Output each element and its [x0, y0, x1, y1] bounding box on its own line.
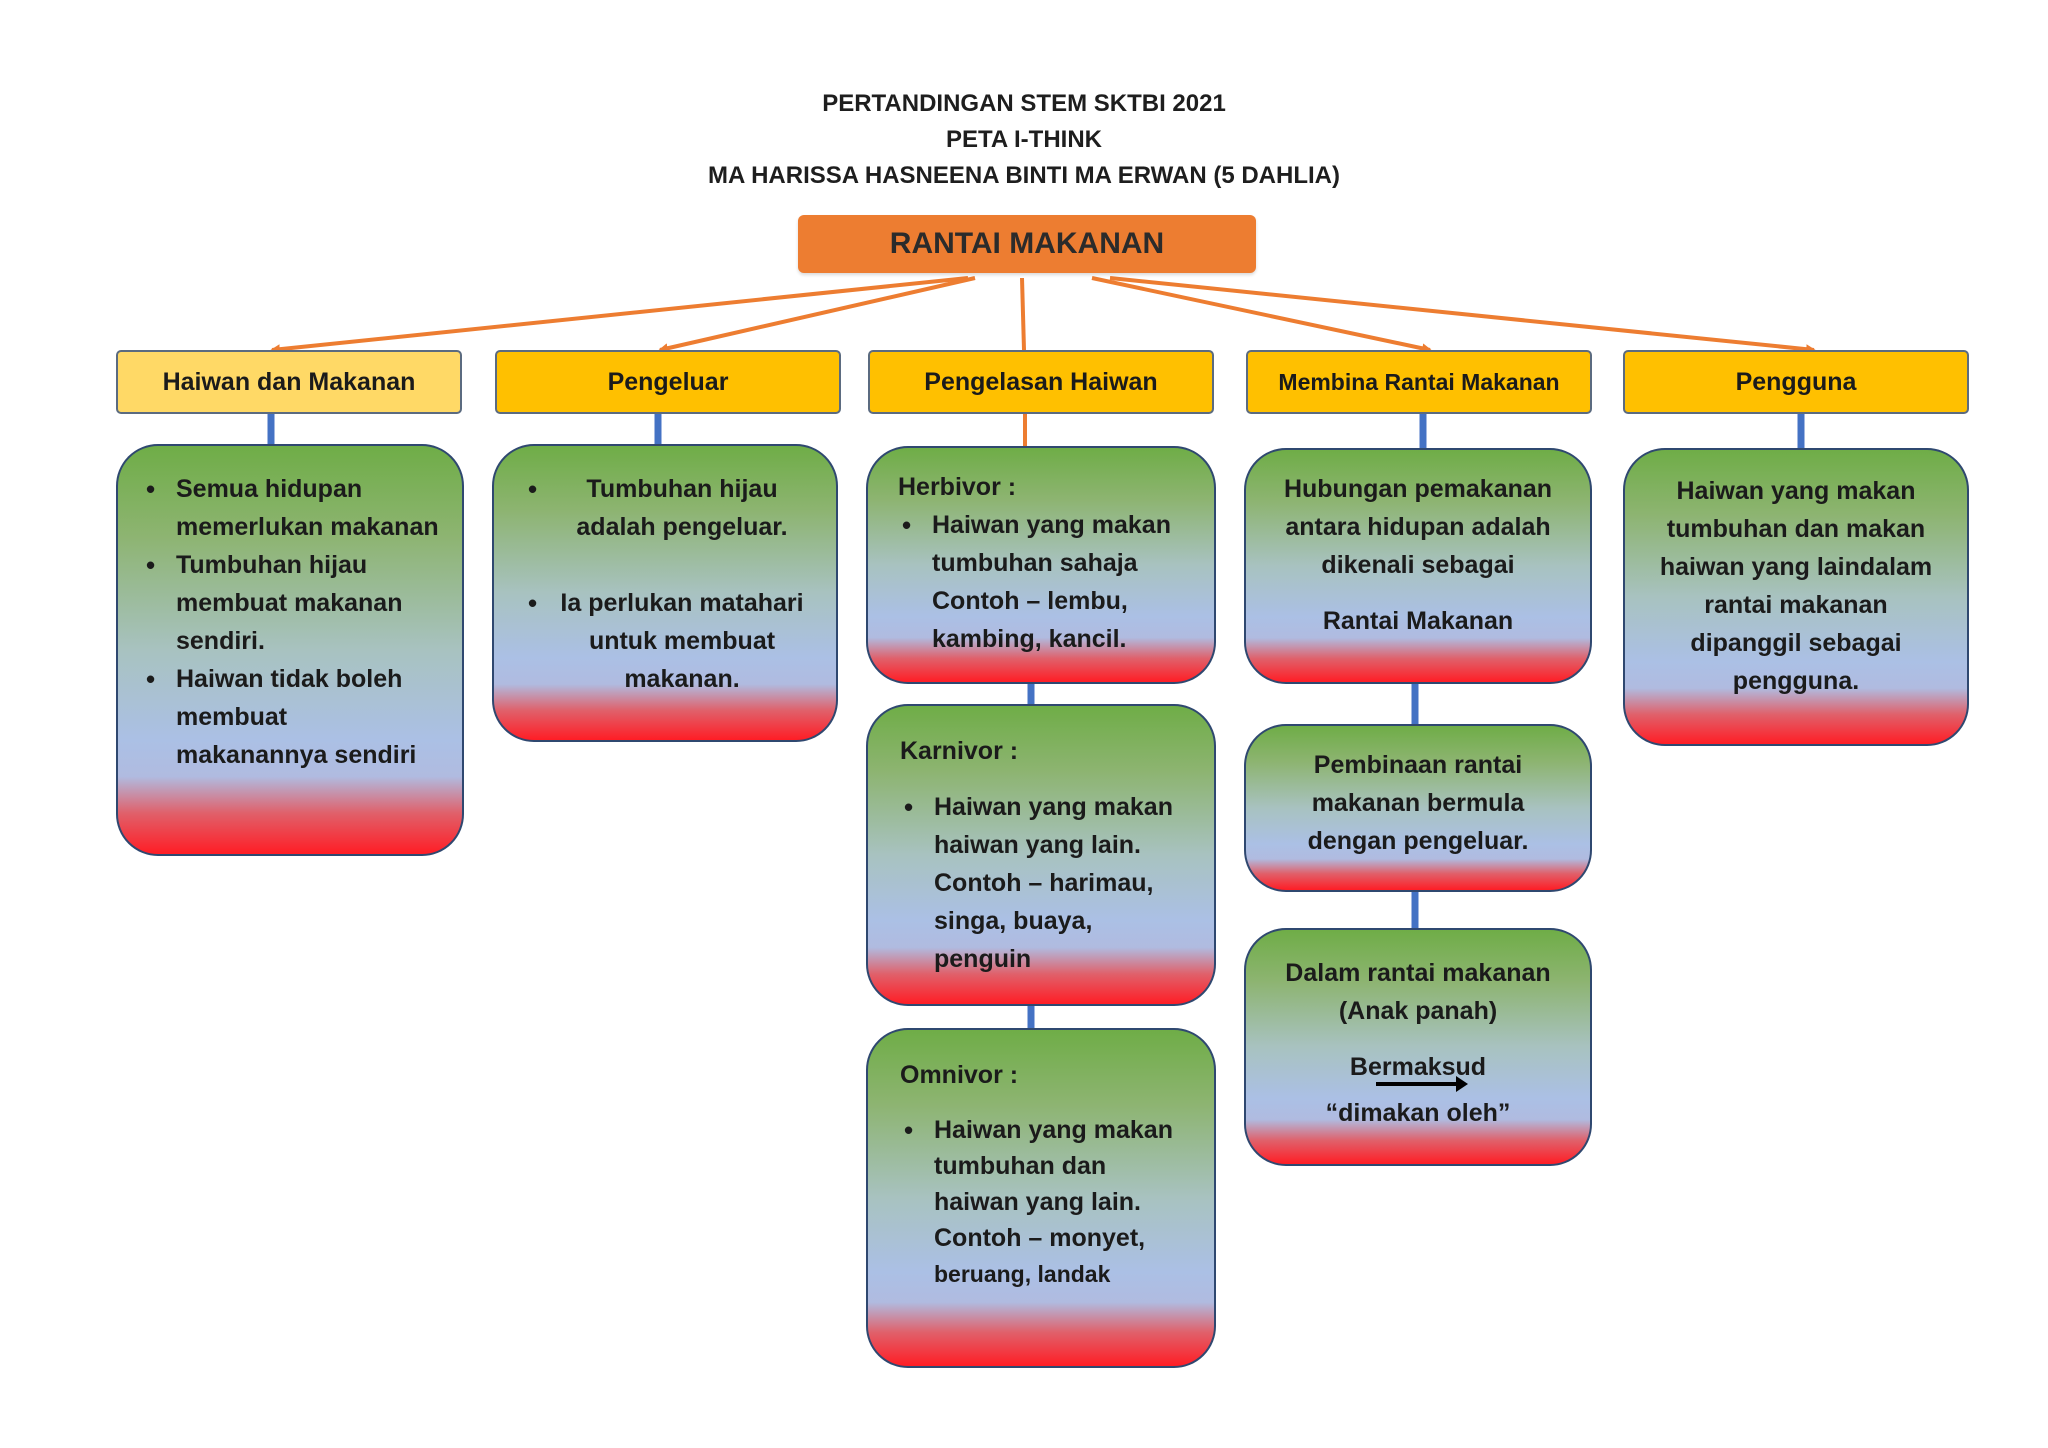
box1-term: Rantai Makanan: [1322, 607, 1514, 635]
col1-list: Semua hidupan memerlukan makanan Tumbuha…: [142, 470, 442, 774]
arrow-to-membina-rantai-makanan: [1091, 276, 1432, 354]
header-line-2: PETA I-THINK: [946, 126, 1102, 153]
root-node: RANTAI MAKANAN: [798, 215, 1256, 273]
list-item: Tumbuhan hijau adalah pengeluar.: [524, 470, 806, 546]
category-pengelasan-haiwan: Pengelasan Haiwan: [868, 350, 1214, 414]
box1-text: Hubungan pemakanan antara hidupan adalah…: [1283, 475, 1553, 579]
list-item: Haiwan yang makan tumbuhan dan haiwan ya…: [900, 1112, 1192, 1292]
category-label: Pengeluar: [607, 367, 729, 396]
box2-text: Pembinaan rantai makanan bermula dengan …: [1307, 751, 1529, 855]
header-line-1: PERTANDINGAN STEM SKTBI 2021: [822, 90, 1226, 117]
box3-text: Dalam rantai makanan (Anak panah): [1285, 959, 1551, 1025]
card-hubungan-pemakanan: Hubungan pemakanan antara hidupan adalah…: [1244, 448, 1592, 684]
category-label: Membina Rantai Makanan: [1278, 368, 1560, 395]
arrow-to-pengeluar: [658, 276, 976, 354]
herbivor-title: Herbivor :: [898, 473, 1017, 501]
col5-text: Haiwan yang makan tumbuhan dan makan hai…: [1659, 477, 1933, 695]
list-item: Tumbuhan hijau membuat makanan sendiri.: [142, 546, 442, 660]
omnivor-example: Contoh – monyet,: [934, 1224, 1146, 1252]
category-label: Pengelasan Haiwan: [924, 367, 1158, 396]
card-haiwan-dan-makanan: Semua hidupan memerlukan makanan Tumbuha…: [116, 444, 464, 856]
list-item: Ia perlukan matahari untuk membuat makan…: [524, 584, 806, 698]
omnivor-text: Haiwan yang makan tumbuhan dan haiwan ya…: [934, 1116, 1173, 1216]
list-item: Haiwan tidak boleh membuat makanannya se…: [142, 660, 442, 774]
list-item: Haiwan yang makan haiwan yang lain. Cont…: [900, 788, 1192, 978]
root-label: RANTAI MAKANAN: [889, 227, 1165, 260]
card-pengguna: Haiwan yang makan tumbuhan dan makan hai…: [1623, 448, 1969, 746]
omnivor-list: Haiwan yang makan tumbuhan dan haiwan ya…: [900, 1112, 1192, 1292]
card-herbivor: Herbivor : Haiwan yang makan tumbuhan sa…: [866, 446, 1216, 684]
list-item: Haiwan yang makan tumbuhan sahaja Contoh…: [898, 506, 1192, 658]
line-to-pengelasan-haiwan: [1020, 277, 1026, 351]
karnivor-list: Haiwan yang makan haiwan yang lain. Cont…: [900, 788, 1192, 978]
omnivor-example-2: beruang, landak: [934, 1261, 1111, 1287]
box3-quote: “dimakan oleh”: [1325, 1099, 1511, 1127]
card-pembinaan-rantai: Pembinaan rantai makanan bermula dengan …: [1244, 724, 1592, 892]
card-anak-panah: Dalam rantai makanan (Anak panah) Bermak…: [1244, 928, 1592, 1166]
category-pengeluar: Pengeluar: [495, 350, 841, 414]
category-label: Haiwan dan Makanan: [162, 367, 416, 396]
box3-meaning: Bermaksud: [1349, 1053, 1487, 1081]
arrow-to-haiwan-dan-makanan: [270, 276, 969, 355]
card-pengeluar: Tumbuhan hijau adalah pengeluar. Ia perl…: [492, 444, 838, 742]
col2-list: Tumbuhan hijau adalah pengeluar. Ia perl…: [524, 470, 806, 698]
list-item: Semua hidupan memerlukan makanan: [142, 470, 442, 546]
omnivor-title: Omnivor :: [900, 1061, 1019, 1089]
karnivor-title: Karnivor :: [900, 737, 1019, 765]
herbivor-list: Haiwan yang makan tumbuhan sahaja Contoh…: [898, 506, 1192, 658]
category-haiwan-dan-makanan: Haiwan dan Makanan: [116, 350, 462, 414]
arrow-right-icon: [1376, 1076, 1468, 1092]
card-karnivor: Karnivor : Haiwan yang makan haiwan yang…: [866, 704, 1216, 1006]
category-membina-rantai-makanan: Membina Rantai Makanan: [1246, 350, 1592, 414]
category-pengguna: Pengguna: [1623, 350, 1969, 414]
card-omnivor: Omnivor : Haiwan yang makan tumbuhan dan…: [866, 1028, 1216, 1368]
category-label: Pengguna: [1735, 367, 1857, 396]
header-line-3: MA HARISSA HASNEENA BINTI MA ERWAN (5 DA…: [707, 162, 1340, 189]
arrow-to-pengguna: [1109, 276, 1816, 355]
